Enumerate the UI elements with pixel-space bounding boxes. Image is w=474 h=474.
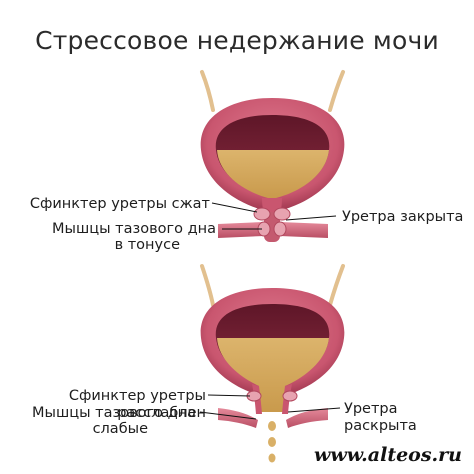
page-title: Стрессовое недержание мочи	[35, 26, 439, 55]
pelvic-muscle-left	[218, 222, 267, 238]
label-pelvic-muscles-toned-line2: в тонусе	[114, 237, 180, 253]
urine-drop	[268, 437, 276, 447]
site-watermark: www.alteos.ru	[314, 444, 462, 466]
pelvic-muscle-right	[277, 222, 328, 238]
sphincter-right	[273, 207, 291, 221]
pointer-sphincter	[211, 202, 258, 213]
right-ureter	[328, 70, 345, 112]
label-pelvic-muscles-weak: Мышцы тазового дна	[32, 405, 196, 421]
urine-drop	[268, 421, 276, 431]
pelvic-muscle-left	[218, 408, 258, 428]
sphincter-left	[253, 207, 271, 221]
label-pelvic-muscles-weak-line2: слабые	[92, 421, 148, 437]
pointer-sphincter	[207, 394, 251, 397]
label-sphincter-relaxed: Сфинктер уретры расслаблен	[68, 388, 206, 421]
label-pelvic-muscles-toned: Мышцы тазового дна	[52, 221, 216, 237]
top-bladder	[200, 70, 345, 242]
urine-drop	[268, 453, 276, 463]
pointer-muscles	[199, 411, 257, 420]
sphincter-right	[282, 390, 298, 402]
pointer-urethra	[287, 407, 341, 413]
left-ureter	[200, 264, 215, 307]
label-urethra-open: Уретра раскрыта	[344, 401, 417, 434]
urine	[217, 150, 329, 198]
label-urethra-closed: Уретра закрыта	[342, 209, 464, 225]
urine	[217, 338, 329, 412]
pelvic-muscle-right	[286, 408, 328, 428]
pointer-urethra	[285, 215, 337, 221]
right-ureter	[328, 264, 345, 307]
label-sphincter-contracted: Сфинктер уретры сжат	[29, 196, 210, 212]
bottom-bladder	[199, 264, 345, 463]
left-ureter	[200, 70, 215, 112]
